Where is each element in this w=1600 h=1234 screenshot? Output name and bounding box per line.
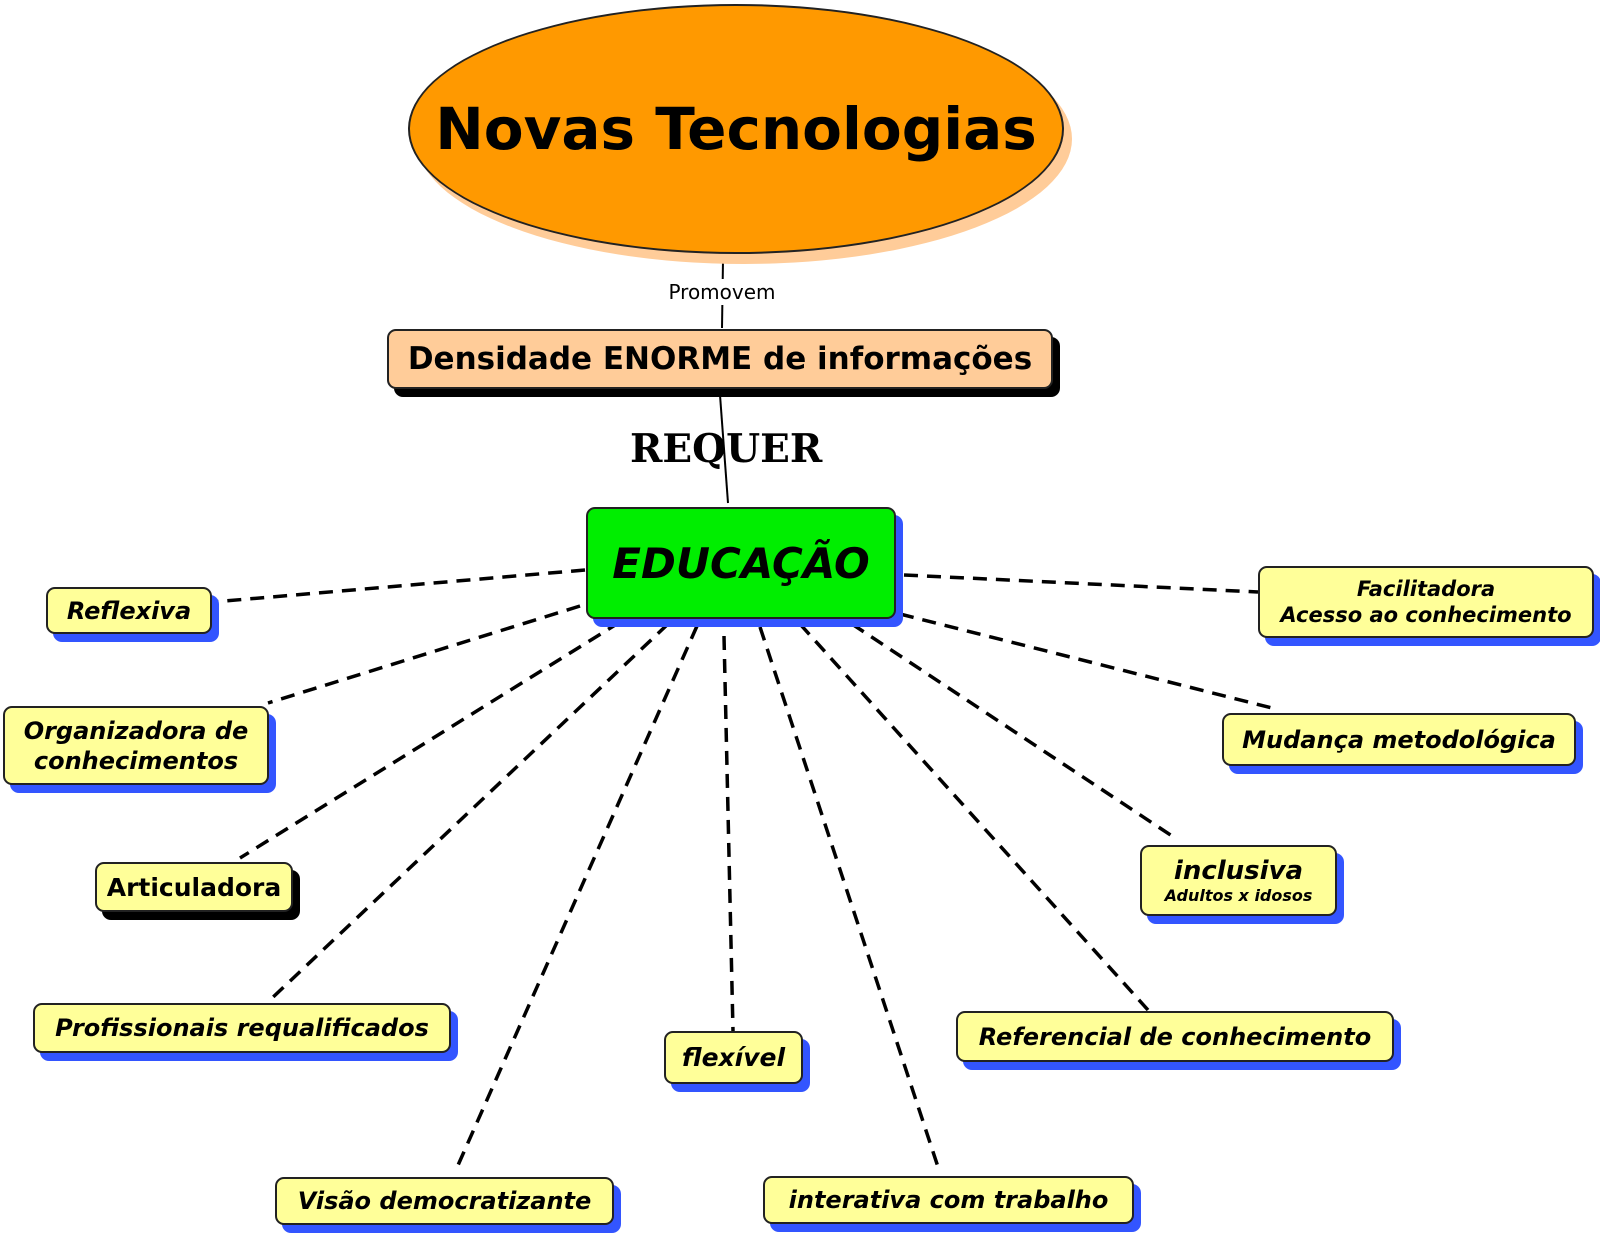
node-referencial: Referencial de conhecimento [956, 1011, 1394, 1062]
dashed-connector-inclusiva [851, 622, 1173, 838]
solid-connector-requer [719, 394, 729, 504]
node-densidade-informacoes: Densidade ENORME de informações [387, 329, 1053, 389]
node-inclusiva-sublabel: Adultos x idosos [1164, 886, 1313, 905]
node-inclusiva-label: inclusiva [1173, 856, 1304, 886]
node-organizadora: Organizadora de conhecimentos [3, 706, 269, 785]
node-profissionais: Profissionais requalificados [33, 1003, 451, 1053]
node-reflexiva: Reflexiva [46, 587, 212, 634]
node-articuladora: Articuladora [95, 862, 293, 912]
node-reflexiva-label: Reflexiva [66, 596, 192, 625]
node-densidade-label: Densidade ENORME de informações [407, 341, 1033, 377]
node-educacao: EDUCAÇÃO [586, 507, 896, 619]
node-facilitadora-label-line2: Acesso ao conhecimento [1280, 603, 1572, 627]
link-label-requer: REQUER [630, 426, 823, 472]
node-mudanca-metodologica: Mudança metodológica [1222, 713, 1576, 766]
node-interativa: interativa com trabalho [763, 1176, 1134, 1224]
node-educacao-label: EDUCAÇÃO [612, 538, 870, 588]
node-visao-democratizante: Visão democratizante [275, 1177, 614, 1225]
node-referencial-label: Referencial de conhecimento [978, 1022, 1372, 1051]
dashed-connector-reflexiva [212, 568, 586, 604]
node-profissionais-label: Profissionais requalificados [55, 1014, 429, 1042]
dashed-connector-mudanca [899, 612, 1273, 710]
node-organizadora-label-line1: Organizadora de [23, 716, 249, 745]
node-facilitadora: Facilitadora Acesso ao conhecimento [1258, 566, 1594, 638]
node-flexivel-label: flexível [681, 1043, 786, 1072]
link-label-promovem: Promovem [660, 279, 784, 305]
node-articuladora-label: Articuladora [106, 872, 282, 902]
node-facilitadora-label-line1: Facilitadora [1356, 577, 1496, 601]
dashed-connector-facilitadora [903, 573, 1259, 594]
dashed-connector-profissionais [268, 622, 670, 1002]
dashed-connector-visao [453, 625, 699, 1173]
node-visao-label: Visão democratizante [297, 1187, 592, 1215]
node-organizadora-label-line2: conhecimentos [33, 746, 239, 775]
node-interativa-label: interativa com trabalho [788, 1186, 1109, 1214]
dashed-connector-articuladora [239, 620, 621, 860]
dashed-connector-flexivel [722, 635, 735, 1032]
dashed-connector-referencial [798, 622, 1150, 1012]
dashed-connector-organizadora [267, 604, 581, 705]
node-inclusiva: inclusiva Adultos x idosos [1140, 845, 1337, 916]
root-node-novas-tecnologias: Novas Tecnologias [408, 4, 1064, 254]
node-flexivel: flexível [664, 1031, 803, 1084]
node-mudanca-label: Mudança metodológica [1242, 725, 1556, 754]
dashed-connector-interativa [758, 626, 942, 1174]
root-node-label: Novas Tecnologias [435, 95, 1037, 163]
